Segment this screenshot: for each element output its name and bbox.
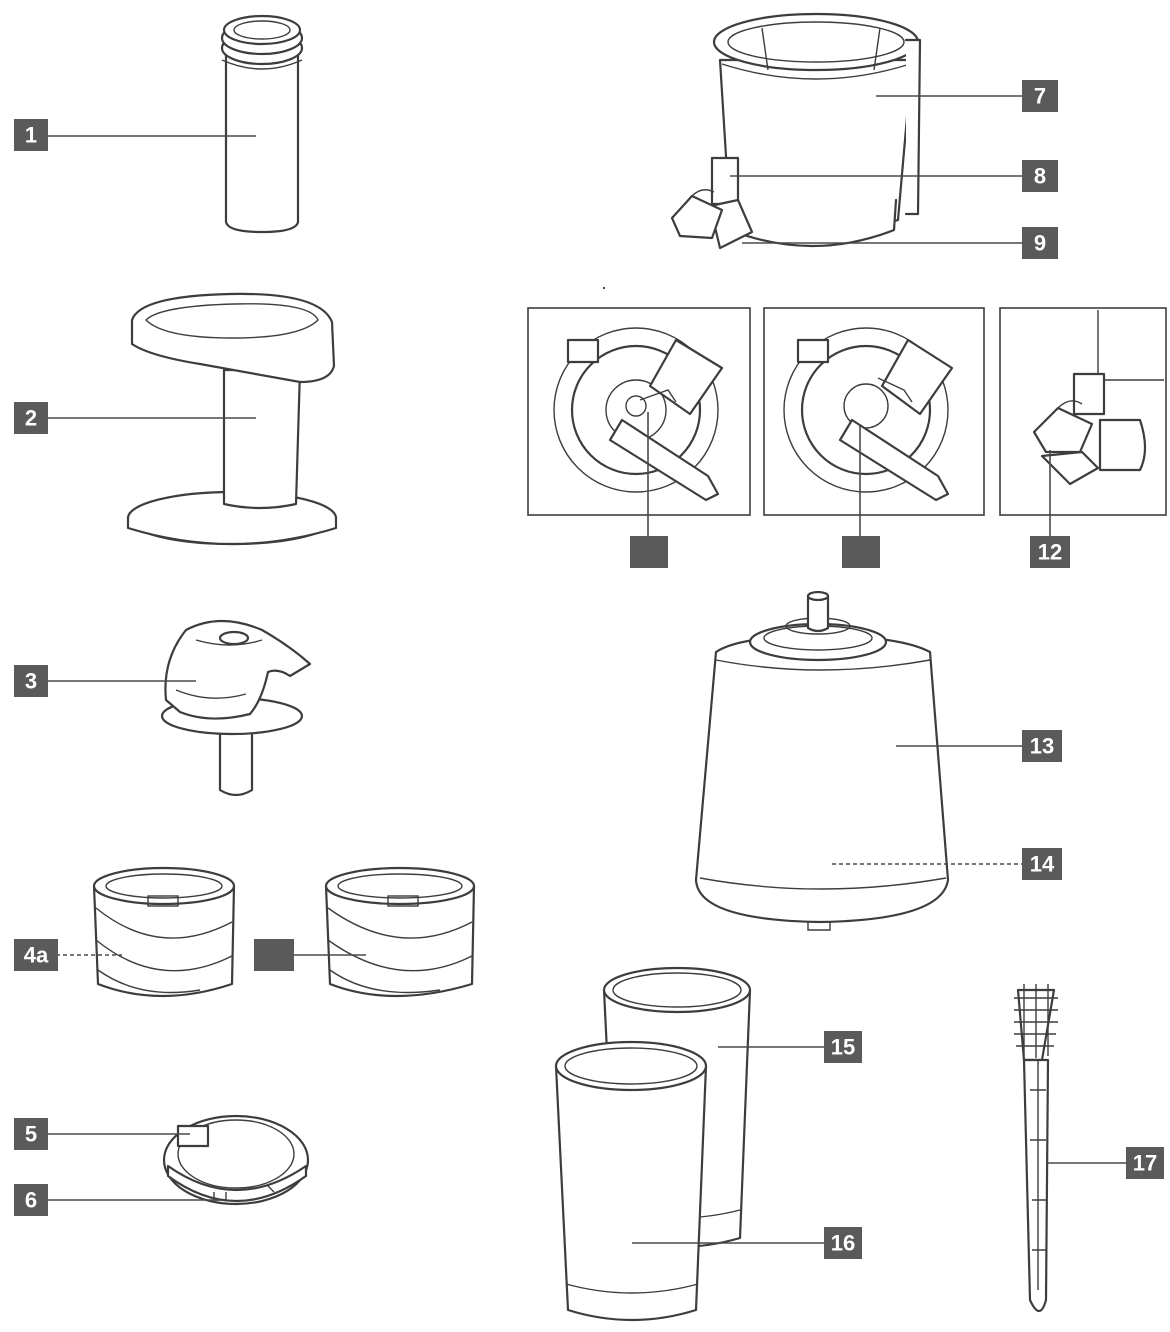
svg-text:9: 9 [1034,231,1046,256]
callout-3: 3 [14,665,48,697]
callout-4b [254,939,294,971]
inset-10 [527,307,751,516]
callout-6: 6 [14,1184,48,1216]
part-hopper [126,292,338,546]
part-filter-4a [92,866,236,998]
callout-14: 14 [1022,848,1062,880]
svg-text:16: 16 [831,1231,855,1256]
part-ring [162,1114,310,1206]
callout-12: 12 [1030,536,1070,568]
part-cup-front [554,1040,708,1322]
callout-1: 1 [14,119,48,151]
svg-text:13: 13 [1030,734,1054,759]
callout-15: 15 [824,1031,862,1063]
part-motor-base [694,590,950,931]
inset-12 [999,307,1167,516]
svg-text:8: 8 [1034,164,1046,189]
callout-4a: 4a [14,939,58,971]
svg-text:2: 2 [25,406,37,431]
svg-text:4a: 4a [24,943,49,968]
part-filter-4b [324,866,476,998]
svg-text:14: 14 [1030,852,1055,877]
svg-text:1: 1 [25,123,37,148]
svg-text:17: 17 [1133,1151,1157,1176]
callout-13: 13 [1022,730,1062,762]
part-bowl [670,12,922,250]
part-pusher [220,14,304,234]
callout-10 [630,536,668,568]
svg-text:5: 5 [25,1122,37,1147]
svg-text:15: 15 [831,1035,855,1060]
part-brush [1014,984,1058,1313]
callout-8: 8 [1022,160,1058,192]
callout-9: 9 [1022,227,1058,259]
svg-text:3: 3 [25,669,37,694]
part-auger [160,619,312,797]
svg-text:6: 6 [25,1188,37,1213]
callout-17: 17 [1126,1147,1164,1179]
svg-text:7: 7 [1034,84,1046,109]
callout-16: 16 [824,1227,862,1259]
callout-7: 7 [1022,80,1058,112]
callout-11 [842,536,880,568]
svg-text:12: 12 [1038,540,1062,565]
callout-5: 5 [14,1118,48,1150]
callout-2: 2 [14,402,48,434]
inset-11 [763,307,985,516]
